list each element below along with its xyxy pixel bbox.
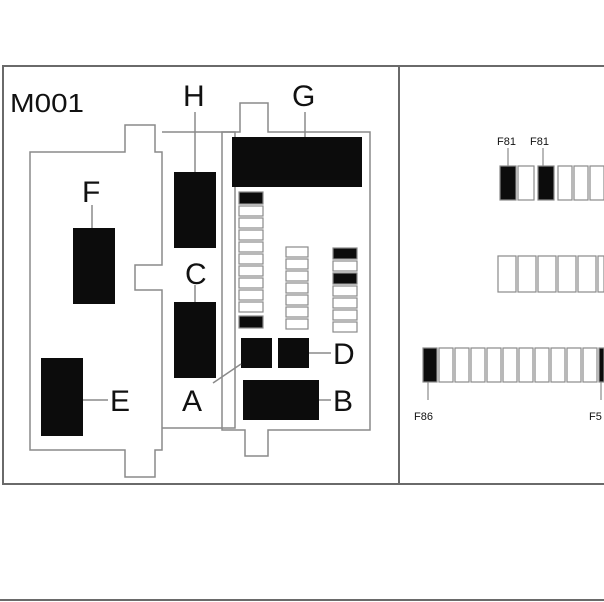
fuse-top-slot (573, 165, 589, 201)
fuse-slot (238, 277, 264, 289)
center-housing-outline (162, 131, 236, 429)
fuse-bottom-slot (566, 347, 582, 383)
component-h-block (174, 172, 216, 248)
fuse-slot (238, 265, 264, 277)
label-f: F (82, 176, 100, 209)
fuse-column-middle (285, 246, 309, 330)
label-g: G (292, 80, 315, 113)
fuse-bottom-slot (550, 347, 566, 383)
fuse-bottom-slot (582, 347, 598, 383)
fuse-slot (238, 229, 264, 241)
fuse-slot (332, 260, 358, 272)
fuse-slot (285, 318, 309, 330)
label-b: B (333, 385, 353, 418)
component-e-block (41, 358, 83, 436)
fuse-label-bottom-left: F86 (414, 411, 433, 423)
fuse-slot (285, 270, 309, 282)
fuse-column-left (238, 191, 264, 329)
fuse-slot-dark (238, 191, 264, 205)
fuse-slot-dark (332, 272, 358, 285)
label-e: E (110, 385, 130, 418)
fuse-bottom-slot (438, 347, 454, 383)
fuse-box-housing (29, 102, 371, 478)
fuse-slot-dark (238, 315, 264, 329)
fuse-mid-slot (497, 255, 517, 293)
fuse-bottom-right-dark (598, 347, 604, 383)
fuse-bottom-left-dark (422, 347, 438, 383)
components (41, 137, 362, 436)
fuse-mid-slot (517, 255, 537, 293)
label-c: C (185, 258, 207, 291)
component-b-block (243, 380, 319, 420)
fuse-slot (332, 321, 358, 333)
label-d: D (333, 338, 355, 371)
fuse-top-slot (589, 165, 604, 201)
fuse-top-2-dark (537, 165, 555, 201)
fuse-row-top (499, 148, 604, 201)
right-housing-outline (221, 102, 371, 457)
fuse-label-top-1: F81 (497, 136, 516, 148)
fuse-column-right (332, 247, 358, 333)
fuse-label-bottom-right: F5 (589, 411, 602, 423)
fuse-slot (285, 294, 309, 306)
fuse-row-bottom (422, 347, 604, 400)
fuse-slot (238, 241, 264, 253)
component-g-block (232, 137, 362, 187)
fuse-top-slot (557, 165, 573, 201)
fuse-top-slot (517, 165, 535, 201)
component-f-block (73, 228, 115, 304)
fuse-slot (332, 297, 358, 309)
fuse-slot (332, 309, 358, 321)
fuse-slot (285, 246, 309, 258)
component-c-block (174, 302, 216, 378)
component-d-block (278, 338, 309, 368)
leader-lines (83, 112, 331, 401)
fuse-slot (285, 258, 309, 270)
fuse-slot (238, 253, 264, 265)
left-housing-outline (29, 124, 163, 478)
fuse-slot (238, 301, 264, 313)
leader-a (212, 363, 242, 384)
fuse-bottom-slot (470, 347, 486, 383)
fuse-slot (238, 205, 264, 217)
fuse-bottom-slot (486, 347, 502, 383)
fuse-bottom-slot (534, 347, 550, 383)
fuse-slot (285, 306, 309, 318)
fuse-bottom-slot (502, 347, 518, 383)
fuse-mid-slot (537, 255, 557, 293)
fuse-label-top-2: F81 (530, 136, 549, 148)
fuse-slot (332, 285, 358, 297)
module-code-label: M001 (10, 88, 84, 118)
fuse-slot (238, 217, 264, 229)
fuse-mid-slot (577, 255, 597, 293)
label-a: A (182, 385, 202, 418)
fuse-bottom-slot (454, 347, 470, 383)
fuse-slot (238, 289, 264, 301)
fuse-bottom-slot (518, 347, 534, 383)
fuse-row-middle (497, 255, 604, 293)
fuse-top-1-dark (499, 165, 517, 201)
label-h: H (183, 80, 205, 113)
fuse-mid-slot (557, 255, 577, 293)
fuse-slot (285, 282, 309, 294)
fuse-mid-slot (597, 255, 604, 293)
frame (0, 65, 604, 601)
component-a-block (241, 338, 272, 368)
fuse-slot-dark (332, 247, 358, 260)
left-panel-frame (2, 65, 400, 485)
